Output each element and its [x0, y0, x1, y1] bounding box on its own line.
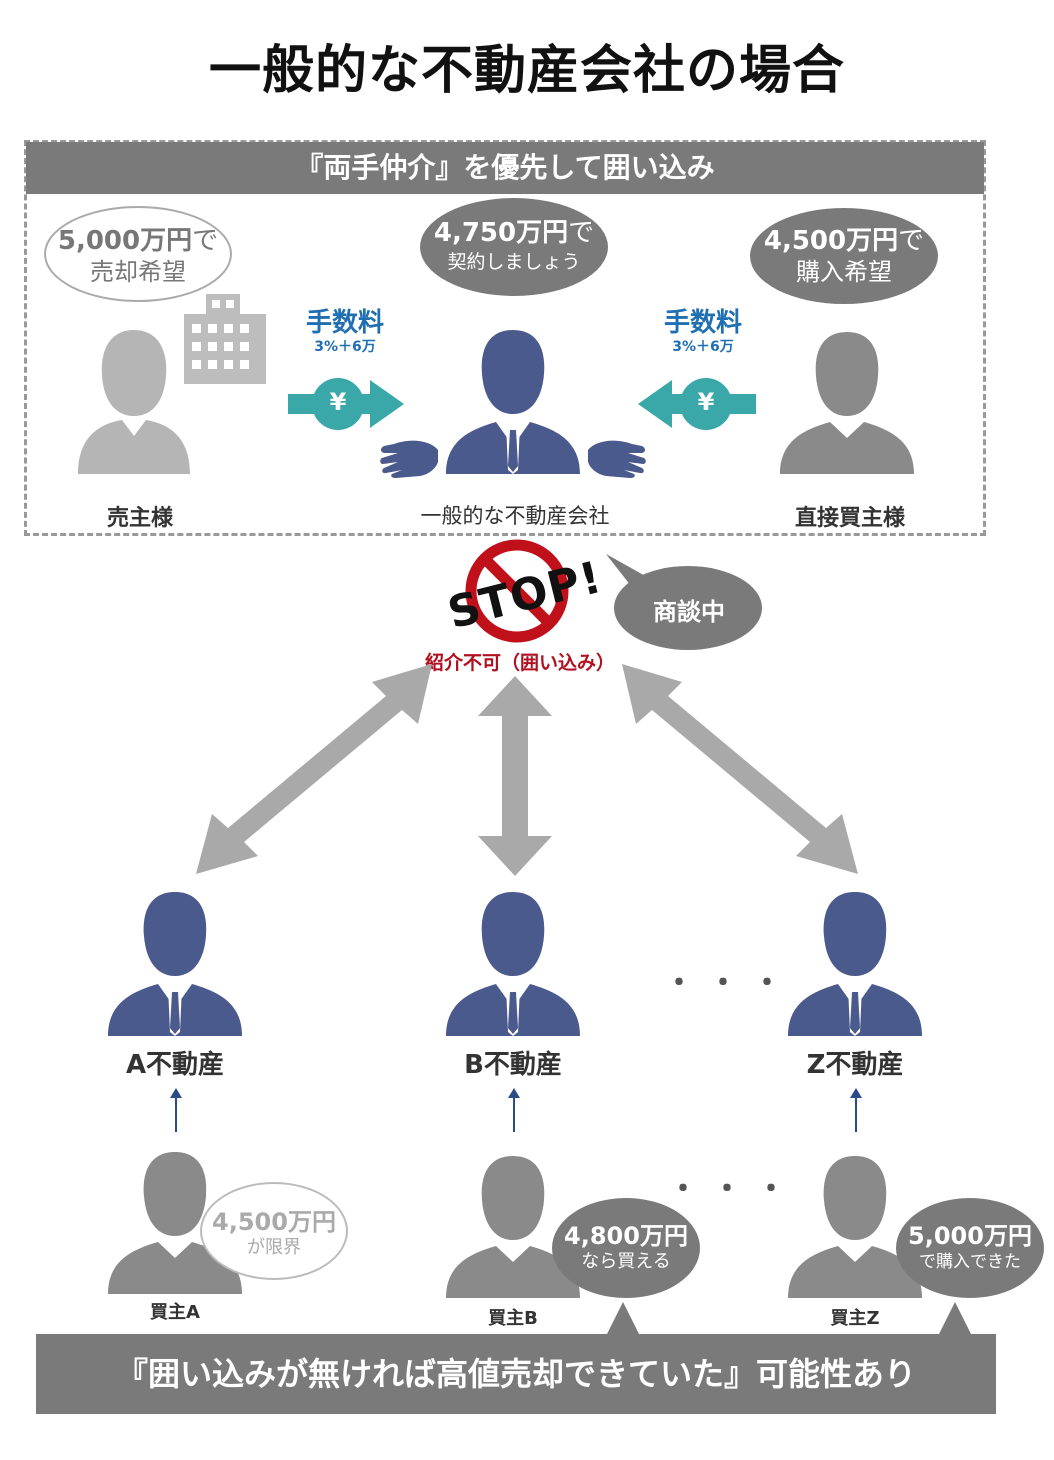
buyer-b-person-icon [446, 1156, 580, 1298]
agent-a-label: A不動産 [125, 1050, 225, 1080]
arrow-to-b-icon [478, 676, 552, 876]
seller-person-icon [78, 330, 190, 474]
buyer-a-label: 買主A [150, 1302, 200, 1323]
up-arrow-z-icon [850, 1088, 862, 1132]
conclusion-banner: 『囲い込みが無ければ高値売却できていた』可能性あり [36, 1334, 996, 1414]
stop-prohibited-icon [465, 539, 569, 643]
building-icon [184, 294, 266, 384]
buyer-a-price: 4,500万円 [212, 1208, 336, 1236]
top-section-frame [24, 140, 986, 536]
buyer-z-price: 5,000万円 [908, 1222, 1032, 1250]
stop-caption: 紹介不可（囲い込み） [424, 652, 615, 674]
up-arrow-b-icon [508, 1088, 520, 1132]
negotiating-speech-bubble [606, 554, 762, 650]
agent-z-person-icon [788, 892, 922, 1036]
fee-left-yen: ¥ [329, 388, 347, 416]
agent-b-person-icon [446, 892, 580, 1036]
fee-right-sub: 3%＋6万 [672, 339, 734, 355]
left-hand-icon [380, 440, 438, 478]
fee-right-title: 手数料 [663, 308, 742, 338]
arrow-to-a-icon [196, 664, 432, 874]
top-section-header: 『両手仲介』を優先して囲い込み [26, 142, 984, 194]
agent-bubble: 4,750万円で 契約しましょう [420, 198, 608, 296]
seller-price-suffix: で [192, 226, 219, 256]
seller-bubble: 5,000万円で 売却希望 [44, 206, 232, 302]
direct-buyer-wish: 購入希望 [796, 258, 892, 286]
agent-price-suffix: で [568, 218, 595, 248]
buyer-z-person-icon [788, 1156, 922, 1298]
buyer-z-label: 買主Z [830, 1308, 880, 1329]
buyer-z-note: で購入できた [919, 1252, 1021, 1272]
buyer-z-bubble: 5,000万円 で購入できた [896, 1198, 1044, 1298]
buyer-b-note: なら買える [581, 1251, 671, 1272]
agent-person-icon [446, 330, 580, 474]
buyer-a-note: が限界 [247, 1237, 301, 1258]
direct-buyer-label: 直接買主様 [794, 506, 905, 531]
direct-buyer-price-suffix: で [898, 226, 925, 256]
buyer-a-bubble: 4,500万円 が限界 [200, 1182, 348, 1280]
page-title: 一般的な不動産会社の場合 [208, 41, 845, 101]
agent-label: 一般的な不動産会社 [420, 504, 610, 528]
agent-a-person-icon [108, 892, 242, 1036]
fee-right-arrow-icon [638, 378, 756, 430]
banner-pointer-z-icon [938, 1302, 972, 1336]
seller-label: 売主様 [106, 506, 173, 531]
fee-right-yen: ¥ [697, 388, 715, 416]
direct-buyer-price: 4,500万円 [763, 226, 899, 256]
right-hand-icon [588, 440, 646, 478]
banner-pointer-b-icon [606, 1302, 640, 1336]
agent-price: 4,750万円 [433, 218, 569, 248]
agent-b-label: B不動産 [464, 1050, 562, 1080]
fee-left-arrow-icon [288, 378, 404, 430]
up-arrow-a-icon [170, 1088, 182, 1132]
seller-price: 5,000万円 [57, 226, 193, 256]
buyer-b-bubble: 4,800万円 なら買える [552, 1198, 700, 1298]
agent-proposal: 契約しましょう [447, 251, 581, 273]
fee-left-sub: 3%＋6万 [314, 339, 376, 355]
seller-wish: 売却希望 [90, 258, 186, 286]
arrow-to-z-icon [622, 664, 858, 874]
buyers-ellipsis: ・・・ [668, 1172, 800, 1207]
buyer-b-label: 買主B [488, 1308, 538, 1329]
buyer-b-price: 4,800万円 [564, 1222, 688, 1250]
agents-ellipsis: ・・・ [664, 966, 796, 1001]
agent-z-label: Z不動産 [806, 1050, 904, 1080]
negotiating-text: 商談中 [653, 598, 725, 626]
direct-buyer-person-icon [780, 332, 914, 474]
direct-buyer-bubble: 4,500万円で 購入希望 [750, 208, 938, 304]
fee-left-title: 手数料 [305, 308, 384, 338]
